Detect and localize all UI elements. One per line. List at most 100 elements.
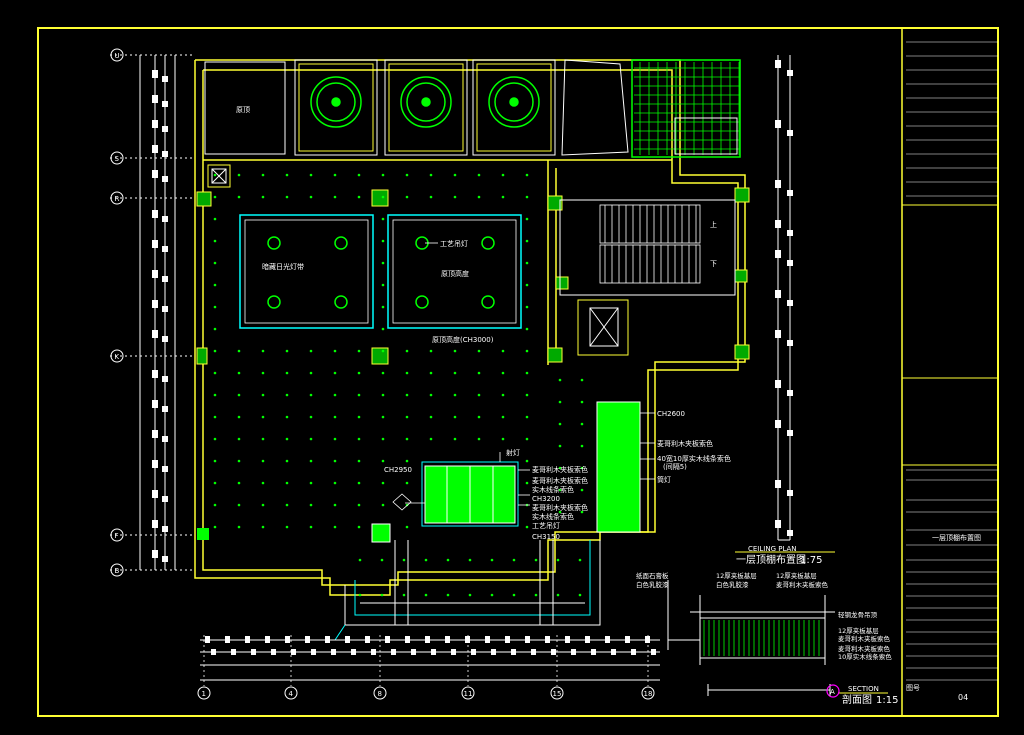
downlight-dot: [525, 305, 529, 309]
axis-bubble-label: K: [115, 353, 120, 361]
downlight-dot: [285, 173, 289, 177]
downlight-dot: [261, 415, 265, 419]
downlight-dot: [453, 415, 457, 419]
downlight-dot: [309, 503, 313, 507]
axis-bubble: [110, 349, 124, 363]
downlight-dot: [237, 371, 241, 375]
downlight-dot: [501, 393, 505, 397]
dimension-tick: [775, 380, 781, 388]
label-original-height: 原顶高度: [441, 269, 469, 278]
dimension-tick: [451, 649, 456, 655]
dimension-tick: [162, 436, 168, 442]
dimension-tick: [775, 520, 781, 528]
downlight-dot: [558, 466, 562, 470]
dimension-tick: [152, 270, 158, 278]
dimension-tick: [405, 636, 410, 643]
downlight-dot: [429, 195, 433, 199]
axis-bubble: [110, 563, 124, 577]
dimension-tick: [411, 649, 416, 655]
dimension-tick: [391, 649, 396, 655]
downlight-dot: [237, 525, 241, 529]
downlight-dot: [261, 173, 265, 177]
dimension-tick: [645, 636, 650, 643]
downlight-dot: [512, 593, 516, 597]
dimension-tick: [245, 636, 250, 643]
downlight-dot: [405, 481, 409, 485]
downlight-dot: [525, 195, 529, 199]
axis-bubble: [461, 686, 475, 700]
label-note-2: 麦哥利木夹板索色: [532, 476, 588, 485]
downlight-dot: [381, 393, 385, 397]
downlight-dot: [477, 393, 481, 397]
downlight-dot: [501, 349, 505, 353]
dimension-tick: [162, 496, 168, 502]
axis-bubble-label: F: [115, 532, 119, 540]
entrance-steps: [334, 540, 601, 641]
label-note-5: 实木线条索色: [532, 512, 574, 521]
downlight-dot: [490, 593, 494, 597]
downlight-dot: [213, 437, 217, 441]
dimension-tick: [162, 101, 168, 107]
ceiling-plan-title: CEILING PLAN 一层顶棚布置图 1:75: [736, 545, 822, 566]
dimension-tick: [291, 649, 296, 655]
section-note-top-1: 12厚夹板基层: [716, 571, 757, 580]
downlight-dot: [405, 349, 409, 353]
downlight-dot: [477, 349, 481, 353]
dimension-tick: [431, 649, 436, 655]
downlight-dot: [213, 503, 217, 507]
axis-bubble-label: 8: [378, 690, 382, 698]
dimension-tick: [152, 70, 158, 78]
downlight-dot: [477, 437, 481, 441]
downlight-dot: [381, 283, 385, 287]
downlight-dot: [261, 349, 265, 353]
downlight-dot: [525, 481, 529, 485]
downlight-dot: [213, 415, 217, 419]
downlight-dot: [261, 503, 265, 507]
downlight-dot: [381, 349, 385, 353]
downlight-dot: [453, 173, 457, 177]
downlight-dot: [453, 195, 457, 199]
dimension-tick: [565, 636, 570, 643]
dimension-tick: [162, 76, 168, 82]
downlight-dot: [285, 503, 289, 507]
downlight-dot: [525, 217, 529, 221]
downlight-dot: [309, 459, 313, 463]
downlight-dot: [285, 371, 289, 375]
grid-ceiling: [631, 59, 741, 158]
downlight-dot: [501, 371, 505, 375]
dimension-tick: [775, 220, 781, 228]
downlight-dots: [213, 173, 584, 597]
dimension-tick: [305, 636, 310, 643]
label-note-6: 工艺吊灯: [532, 521, 560, 530]
dimension-tick: [775, 290, 781, 298]
dimension-tick: [787, 130, 793, 136]
downlight-dot: [237, 437, 241, 441]
label-spot: 射灯: [506, 448, 520, 457]
downlight-dot: [285, 415, 289, 419]
downlight-dot: [285, 459, 289, 463]
axis-bubble-label: 1: [202, 690, 206, 698]
dimension-tick: [385, 636, 390, 643]
dimension-tick: [162, 151, 168, 157]
downlight-dot: [213, 305, 217, 309]
dimension-tick: [787, 530, 793, 536]
downlight-dot: [402, 593, 406, 597]
downlight-dot: [357, 173, 361, 177]
downlight-dot: [525, 283, 529, 287]
axis-bubble: [284, 686, 298, 700]
downlight-dot: [357, 525, 361, 529]
downlight-dot: [468, 593, 472, 597]
downlight-dot: [381, 305, 385, 309]
dimension-tick: [787, 340, 793, 346]
section-note-right-2: 12厚夹板基层: [838, 626, 879, 635]
downlight-dot: [237, 415, 241, 419]
section-scale: 1:15: [876, 695, 898, 706]
title-block-sheet-no: 04: [958, 693, 968, 702]
downlight-dot: [237, 349, 241, 353]
dimension-tick: [775, 250, 781, 258]
downlight-dot: [309, 349, 313, 353]
section-note-left-1: 纸面石膏板: [636, 571, 669, 580]
grid-inner-panel: [674, 117, 738, 155]
downlight-dot: [381, 503, 385, 507]
dimension-tick: [787, 70, 793, 76]
